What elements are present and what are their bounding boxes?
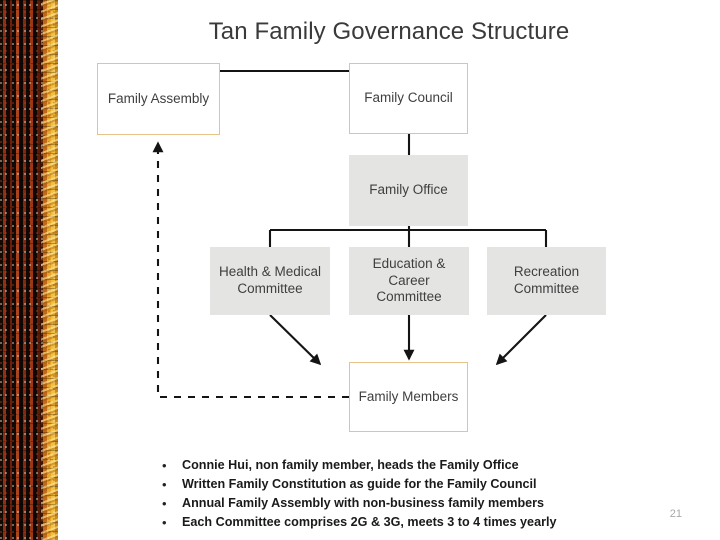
node-family-office[interactable]: Family Office <box>349 155 468 226</box>
node-health-medical-committee-label: Health & Medical Committee <box>218 264 322 296</box>
bullet-marker-icon: • <box>162 477 167 492</box>
node-family-members[interactable]: Family Members <box>349 362 468 432</box>
woven-textile-border <box>0 0 58 540</box>
node-family-members-label: Family Members <box>358 388 459 404</box>
node-family-assembly[interactable]: Family Assembly <box>97 63 220 135</box>
textile-gold-glint <box>41 0 58 540</box>
bullet-text: Each Committee comprises 2G & 3G, meets … <box>182 515 557 529</box>
node-family-council[interactable]: Family Council <box>349 63 468 134</box>
node-health-medical-committee[interactable]: Health & Medical Committee <box>210 247 330 315</box>
list-item: • Each Committee comprises 2G & 3G, meet… <box>162 513 682 532</box>
list-item: • Annual Family Assembly with non-busine… <box>162 494 682 513</box>
page-title: Tan Family Governance Structure <box>208 18 570 45</box>
bullet-marker-icon: • <box>162 458 167 473</box>
node-education-career-committee[interactable]: Education & Career Committee <box>349 247 469 315</box>
node-family-office-label: Family Office <box>369 182 448 198</box>
bullet-marker-icon: • <box>162 496 167 511</box>
node-recreation-committee[interactable]: Recreation Committee <box>487 247 606 315</box>
list-item: • Written Family Constitution as guide f… <box>162 475 682 494</box>
bullet-text: Annual Family Assembly with non-business… <box>182 496 545 510</box>
arrow-health-to-members <box>269 314 322 366</box>
page-number: 21 <box>669 508 682 520</box>
bullet-marker-icon: • <box>162 515 167 530</box>
bullet-list: • Connie Hui, non family member, heads t… <box>162 456 682 532</box>
node-education-career-committee-label: Education & Career Committee <box>372 255 446 305</box>
node-family-assembly-label: Family Assembly <box>107 90 210 106</box>
list-item: • Connie Hui, non family member, heads t… <box>162 456 682 475</box>
node-recreation-committee-label: Recreation Committee <box>513 264 580 296</box>
arrow-recreation-to-members <box>495 314 547 366</box>
bullet-text: Connie Hui, non family member, heads the… <box>182 458 519 472</box>
node-family-council-label: Family Council <box>364 90 453 106</box>
bullet-text: Written Family Constitution as guide for… <box>182 477 537 491</box>
